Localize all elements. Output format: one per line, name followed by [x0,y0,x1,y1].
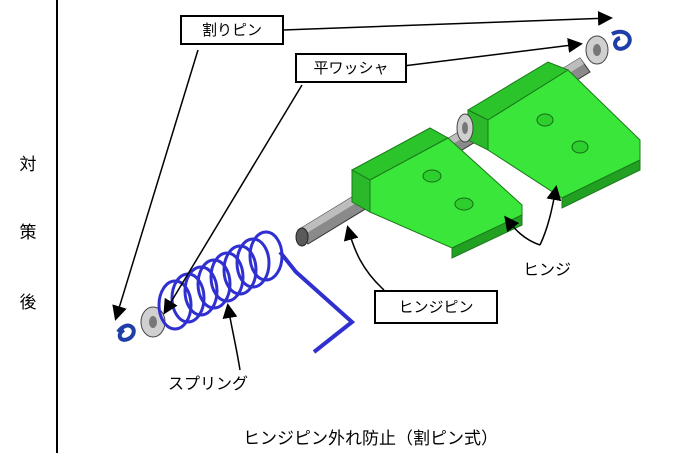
callout-split-pin: 割りピン [180,15,284,45]
split-pin-top-right [611,29,632,51]
side-column: 対 策 後 [0,0,58,453]
callout-hinge-pin: ヒンジピン [374,290,498,324]
callout-spring: スプリング [168,374,249,393]
side-label-3: 後 [19,293,37,313]
diagram-caption: ヒンジピン外れ防止（割ピン式） [243,429,498,449]
hinge-rear [466,61,641,209]
leader-lines [112,10,613,371]
side-label-1: 対 [19,155,37,175]
callout-hinge: ヒンジ [523,260,572,279]
callout-flat-washer: 平ワッシャ [295,53,407,83]
hinge-front [350,127,523,259]
side-label-2: 策 [19,223,37,243]
split-pin-bottom-left [116,323,136,342]
spring [157,230,356,354]
